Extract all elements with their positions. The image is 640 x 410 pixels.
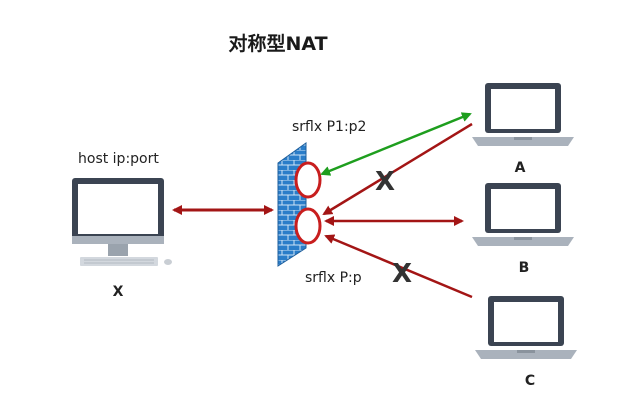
node-label-b: B bbox=[519, 260, 530, 276]
diagram-title: 对称型NAT bbox=[228, 32, 327, 55]
link-c-to-lower-port bbox=[324, 234, 473, 299]
desktop-monitor-icon bbox=[72, 178, 172, 266]
nat-port-lower bbox=[294, 207, 322, 245]
link-a-to-lower-port bbox=[322, 122, 473, 216]
laptop-c: C bbox=[475, 296, 577, 389]
laptop-icon bbox=[472, 183, 574, 246]
srflx-lower-label: srflx P:p bbox=[305, 270, 362, 286]
blocked-mark-lower: X bbox=[392, 259, 412, 289]
node-label-a: A bbox=[515, 160, 526, 176]
host-computer-x: host ip:port X bbox=[72, 151, 172, 300]
laptop-b: B bbox=[472, 183, 574, 276]
blocked-mark-upper: X bbox=[375, 167, 395, 197]
node-label-x: X bbox=[113, 284, 124, 300]
laptop-icon bbox=[475, 296, 577, 359]
laptop-icon bbox=[472, 83, 574, 146]
laptop-a: A bbox=[472, 83, 574, 176]
nat-port-upper bbox=[294, 161, 322, 199]
host-address-label: host ip:port bbox=[78, 151, 159, 167]
link-a-upper-port-allowed bbox=[320, 112, 472, 176]
firewall-icon bbox=[277, 142, 307, 267]
node-label-c: C bbox=[525, 373, 535, 389]
firewall-nat: srflx P1:p2 srflx P:p bbox=[277, 119, 366, 286]
srflx-upper-label: srflx P1:p2 bbox=[292, 119, 366, 135]
